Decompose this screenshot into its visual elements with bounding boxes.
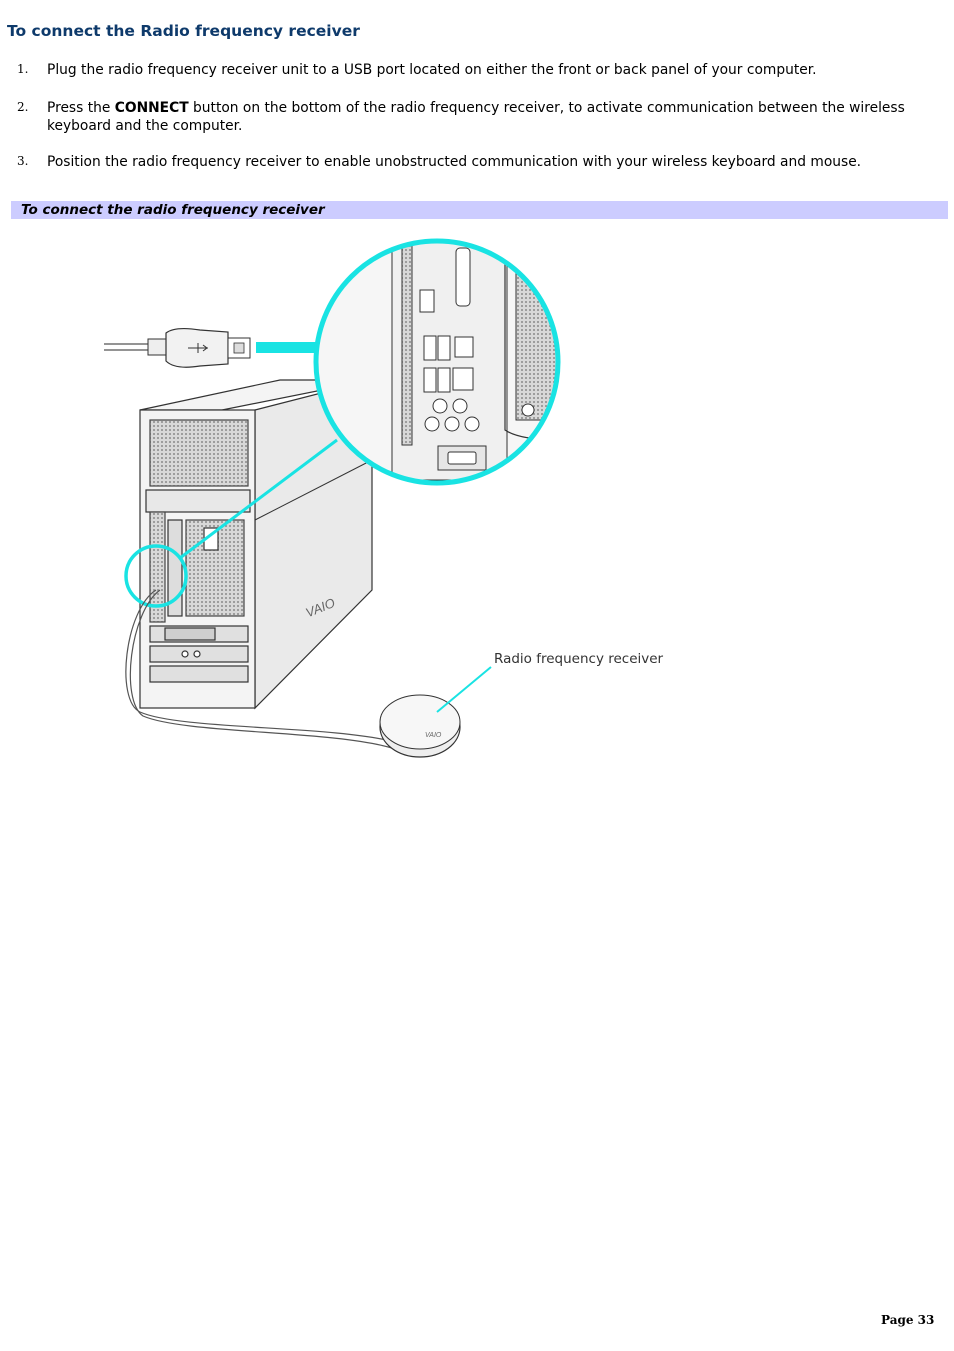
receiver-brand-mark: VAIO: [425, 732, 442, 739]
radio-frequency-receiver: VAIO: [379, 694, 461, 758]
usb-plug: [104, 327, 251, 368]
usb-icon: [188, 343, 208, 353]
port-panel-zoom: [313, 238, 561, 486]
callout-leader: [436, 666, 492, 713]
page-number: Page 33: [881, 1313, 935, 1327]
step-number: 1.: [17, 62, 29, 76]
callout-label: Radio frequency receiver: [494, 651, 664, 667]
usb-port-highlight: [124, 544, 188, 608]
step-number: 3.: [17, 154, 29, 168]
figure-caption-bar: To connect the radio frequency receiver: [11, 201, 948, 219]
connect-keyword: CONNECT: [114, 100, 189, 116]
computer-tower: VAIO: [139, 379, 373, 710]
step-text: Plug the radio frequency receiver unit t…: [47, 62, 817, 78]
step-number: 2.: [17, 100, 29, 114]
figure-caption: To connect the radio frequency receiver: [21, 202, 325, 218]
receiver-cable: [125, 589, 396, 743]
step-text-post: button on the bottom of the radio freque…: [47, 100, 905, 134]
step-text-pre: Press the: [47, 100, 115, 116]
step-text: Position the radio frequency receiver to…: [47, 154, 862, 170]
page-title: To connect the Radio frequency receiver: [7, 22, 360, 40]
step-text: Press the CONNECT button on the bottom o…: [47, 99, 907, 135]
connection-illustration: VAIO: [104, 238, 664, 758]
zoom-connector: [179, 438, 338, 560]
